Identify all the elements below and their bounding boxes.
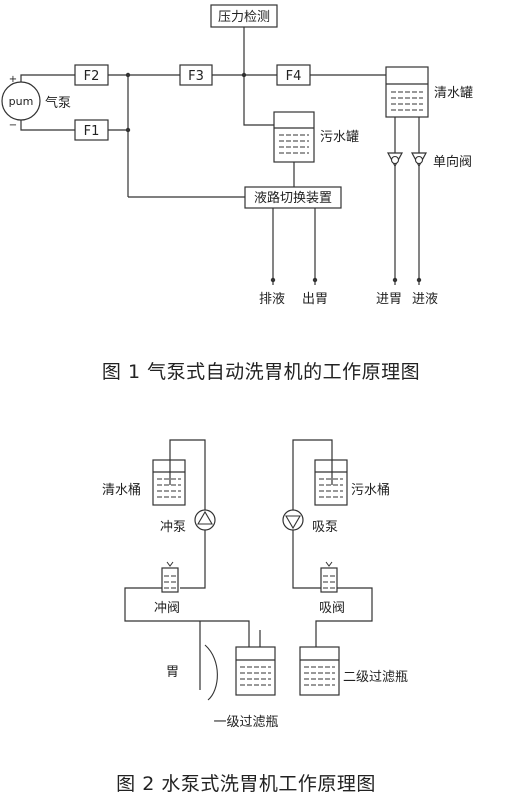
first-filter-bottle <box>235 646 276 696</box>
valve-f3 <box>179 64 213 86</box>
figure2-caption: 图 2 水泵式洗胃机工作原理图 <box>116 773 376 795</box>
clean-bucket <box>152 459 186 506</box>
drain-end <box>270 277 276 283</box>
valve-f1 <box>74 119 109 141</box>
pump-label: 气泵 <box>45 95 71 111</box>
valve-f3-label: F3 <box>188 69 204 84</box>
junction-dot <box>125 72 131 78</box>
flush-valve-icon <box>161 561 179 593</box>
stomach-label: 胃 <box>166 665 179 680</box>
pump-minus-line <box>20 120 75 131</box>
valve-f2-label: F2 <box>84 69 100 84</box>
pump-minus: − <box>9 120 17 131</box>
second-filter-bottle <box>299 646 340 696</box>
pump-plus: + <box>9 74 17 85</box>
second-filter-label: 二级过滤瓶 <box>343 670 408 685</box>
flush-pump-icon <box>194 509 216 531</box>
valve-f4 <box>276 64 311 86</box>
suction-pump-icon <box>282 509 304 531</box>
junction-dot <box>125 127 131 133</box>
second-filter-liquid <box>300 659 339 686</box>
clean-bucket-liquid <box>153 471 185 498</box>
pipe-waste-to-suction-pump <box>292 439 333 510</box>
check-valve-icon <box>410 152 428 168</box>
waste-bucket-label: 污水桶 <box>351 483 390 498</box>
waste-bucket-liquid <box>315 471 347 498</box>
waste-tank <box>273 111 315 163</box>
suction-pump-label: 吸泵 <box>312 520 338 535</box>
pressure-detect-label: 压力检测 <box>218 10 270 25</box>
waste-tank-label: 污水罐 <box>320 130 359 145</box>
pipe-clean-to-flush-pump <box>169 439 206 510</box>
stomach-icon <box>204 644 218 701</box>
pipe-flush-pump-down <box>180 530 206 589</box>
switch-device-box <box>244 186 342 209</box>
clean-bucket-label: 清水桶 <box>102 483 141 498</box>
stomach-out-label: 出胃 <box>302 292 328 307</box>
pipe-suction-pump-down <box>292 530 321 589</box>
switch-device-label: 液路切换装置 <box>254 190 332 206</box>
waste-bucket <box>314 459 348 506</box>
check-valve-label: 单向阀 <box>433 154 472 170</box>
pipe-flush-manifold <box>124 587 250 647</box>
pipe-suction-manifold <box>315 587 373 647</box>
liquid-in-end <box>416 277 422 283</box>
suction-valve-label: 吸阀 <box>319 601 345 616</box>
suction-valve-icon <box>320 561 338 593</box>
stomach-out-end <box>312 277 318 283</box>
first-filter-label: 一级过滤瓶 <box>213 715 278 730</box>
first-filter-liquid <box>236 659 275 686</box>
stomach-in-end <box>392 277 398 283</box>
pump-plus-line <box>20 74 75 82</box>
valve-f2 <box>74 64 109 86</box>
drain-label: 排液 <box>259 292 285 307</box>
figure2: 清水桶 冲泵 冲阀 污水桶 <box>102 439 408 795</box>
figure1-caption: 图 1 气泵式自动洗胃机的工作原理图 <box>102 361 420 383</box>
flush-pump-label: 冲泵 <box>160 520 186 535</box>
pipe-to-waste-tank <box>243 75 277 126</box>
waste-tank-liquid <box>279 134 309 154</box>
pump-text: pum <box>9 95 34 108</box>
clean-tank-liquid <box>391 91 423 111</box>
clean-tank-label: 清水罐 <box>434 86 473 101</box>
valve-f1-label: F1 <box>84 124 100 139</box>
flush-valve-label: 冲阀 <box>154 601 180 616</box>
check-valve-icon <box>386 152 404 168</box>
valve-f4-label: F4 <box>286 69 302 84</box>
figure1: 压力检测 pum 气泵 + − F2 F1 F3 F4 <box>1 4 473 383</box>
liquid-in-label: 进液 <box>412 292 438 307</box>
stomach-in-label: 进胃 <box>376 292 402 307</box>
